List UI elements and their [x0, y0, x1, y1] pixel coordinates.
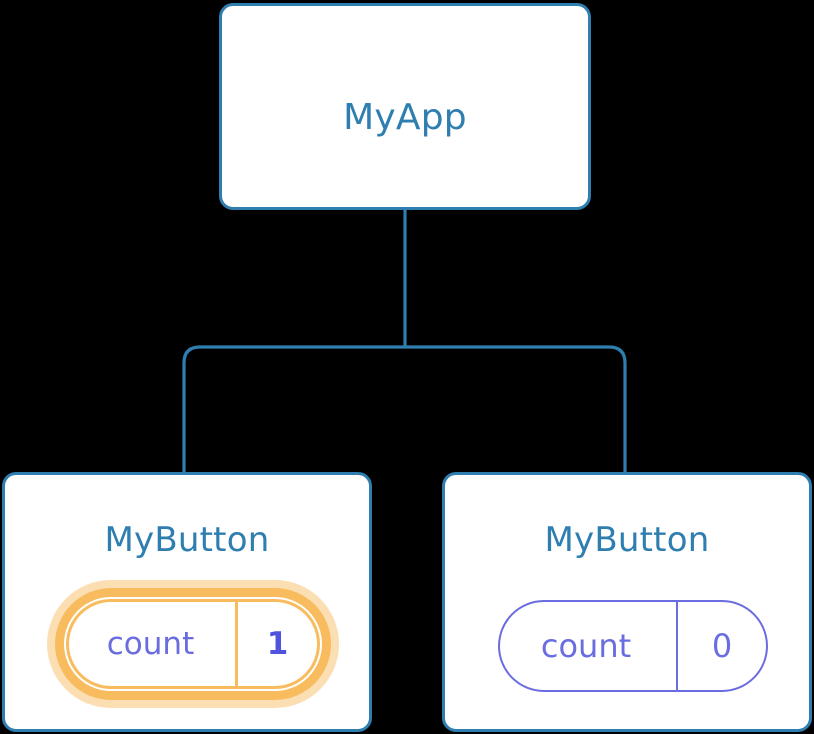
- state-pill-left[interactable]: count 1: [66, 599, 320, 689]
- node-myapp[interactable]: MyApp: [219, 3, 591, 210]
- state-pill-left-highlight-wrapper: count 1: [47, 580, 339, 708]
- state-pill-left-key: count: [106, 625, 195, 662]
- node-mybutton-right[interactable]: MyButton count 0: [442, 472, 812, 732]
- state-pill-right-key: count: [540, 627, 632, 665]
- state-pill-right-value: 0: [676, 602, 766, 690]
- node-mybutton-left-label: MyButton: [104, 520, 270, 560]
- state-pill-right[interactable]: count 0: [498, 600, 768, 692]
- node-mybutton-right-label: MyButton: [544, 520, 710, 560]
- node-mybutton-left[interactable]: MyButton count 1: [2, 472, 372, 732]
- connector-bus: [182, 345, 627, 472]
- node-myapp-label: MyApp: [343, 97, 467, 138]
- state-pill-left-value: 1: [235, 602, 317, 686]
